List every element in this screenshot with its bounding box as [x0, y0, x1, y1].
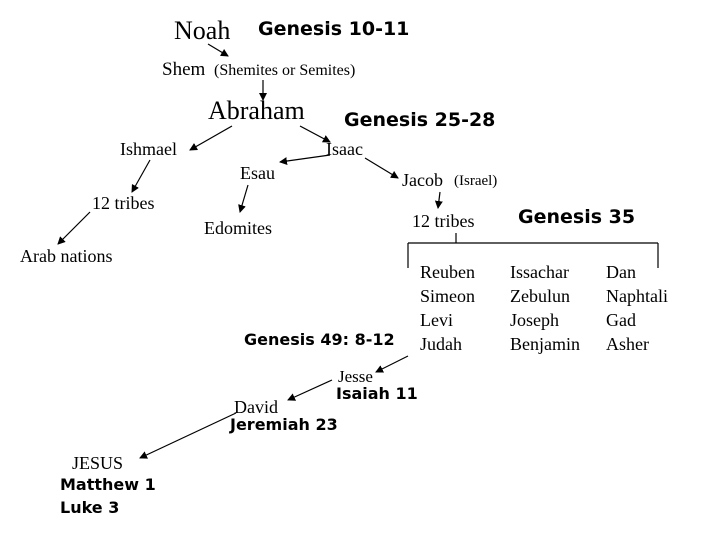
arrow-abraham-ishmael [189, 125, 233, 151]
node-edomites: Edomites [204, 218, 272, 238]
ref-luke-3: Luke 3 [60, 498, 120, 517]
node-abraham: Abraham [208, 96, 305, 125]
arrow-abraham-isaac [299, 125, 331, 143]
arrow-judah-jesse [375, 355, 409, 373]
ref-matthew-1: Matthew 1 [60, 475, 156, 494]
node-ishmael-12-tribes: 12 tribes [92, 193, 155, 213]
tribes-column-3: Dan Naphtali Gad Asher [606, 260, 668, 356]
tribe-name: Reuben [420, 262, 475, 282]
node-noah: Noah [174, 16, 231, 45]
tribe-name: Naphtali [606, 286, 668, 306]
note-shemites: (Shemites or Semites) [214, 62, 356, 79]
node-isaac: Isaac [326, 139, 363, 159]
arrow-ishmael-tribes [131, 159, 151, 193]
node-esau: Esau [240, 163, 275, 183]
tribe-name: Joseph [510, 310, 559, 330]
tribe-name: Zebulun [510, 286, 570, 306]
ref-jeremiah-23: Jeremiah 23 [230, 415, 338, 434]
tribe-name: Judah [420, 334, 462, 354]
tribe-name: Simeon [420, 286, 476, 306]
tribes-column-1: Reuben Simeon Levi Judah [420, 260, 475, 356]
tribes-bracket [407, 233, 659, 268]
node-jesus: JESUS [72, 453, 124, 473]
arrow-jesse-david [287, 379, 333, 401]
ref-genesis-35: Genesis 35 [518, 206, 636, 228]
tribe-name: Dan [606, 262, 636, 282]
node-jacob: Jacob [402, 170, 443, 190]
node-jesse: Jesse [338, 367, 373, 386]
node-shem: Shem [162, 59, 206, 80]
ref-isaiah-11: Isaiah 11 [336, 384, 418, 403]
ref-genesis-49: Genesis 49: 8-12 [244, 330, 395, 349]
arrow-noah-shem [207, 43, 229, 57]
arrow-david-jesus [139, 412, 237, 459]
tribe-name: Benjamin [510, 334, 580, 354]
node-david: David [234, 397, 278, 417]
node-jacob-12-tribes: 12 tribes [412, 211, 475, 231]
arrow-esau-edomites [238, 184, 249, 213]
tribes-column-2: Issachar Zebulun Joseph Benjamin [510, 260, 580, 356]
tribe-name: Gad [606, 310, 636, 330]
ref-genesis-25-28: Genesis 25-28 [344, 109, 496, 131]
node-arab-nations: Arab nations [20, 246, 113, 266]
arrow-tribes-arab [57, 211, 91, 245]
note-israel: (Israel) [454, 173, 498, 189]
node-ishmael: Ishmael [120, 139, 177, 159]
ref-genesis-10-11: Genesis 10-11 [258, 18, 410, 40]
tribe-name: Issachar [510, 262, 569, 282]
arrow-isaac-jacob [364, 157, 399, 179]
arrow-isaac-esau [279, 154, 331, 165]
tribe-name: Asher [606, 334, 649, 354]
arrow-jacob-tribes [434, 191, 443, 209]
tribe-name: Levi [420, 310, 453, 330]
